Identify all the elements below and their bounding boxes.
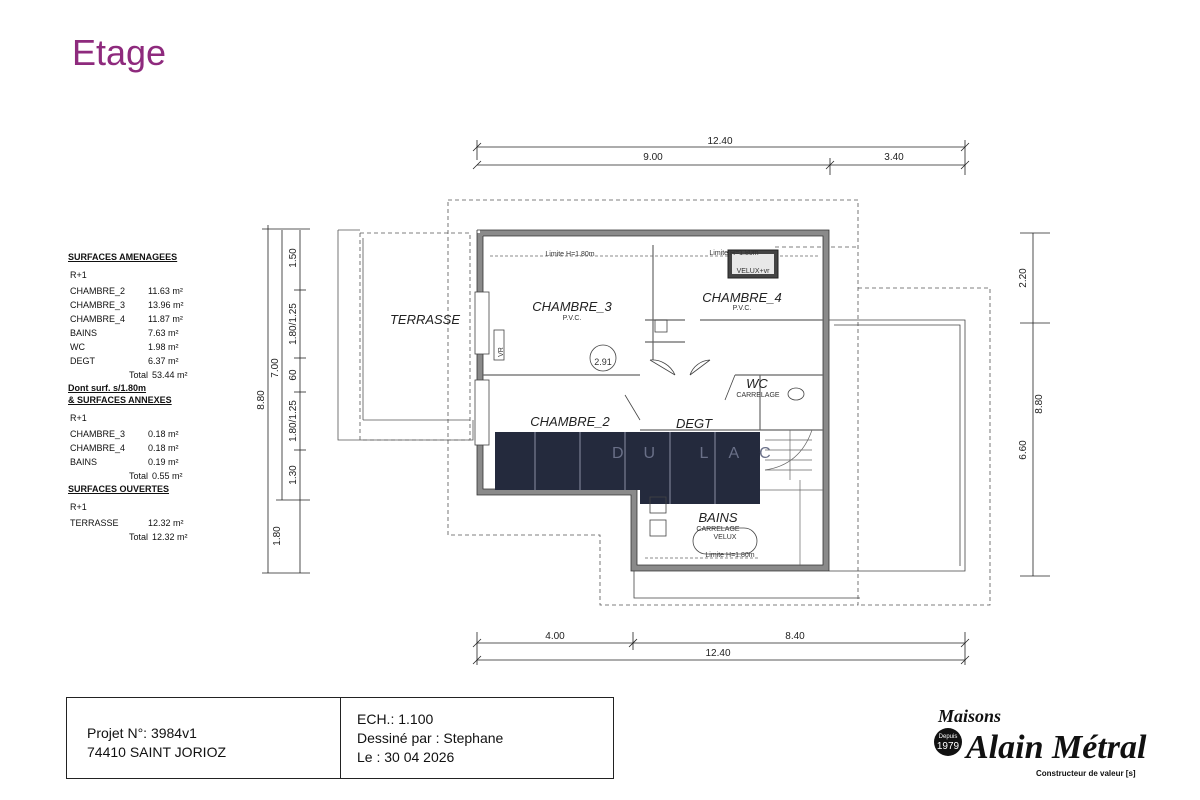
dim-right-outer: 8.80 [1034, 394, 1045, 414]
label-bains: BAINS [698, 510, 737, 525]
dim-left-total: 7.00 [270, 358, 281, 378]
dim-top-right: 3.40 [884, 152, 904, 163]
label-chambre-2: CHAMBRE_2 [530, 414, 610, 429]
dim-bottom-right: 8.40 [785, 631, 805, 642]
label-degt: DEGT [676, 416, 713, 431]
title-block-info: ECH.: 1.100 Dessiné par : Stephane Le : … [341, 698, 503, 778]
legend-heading-ouvertes: SURFACES OUVERTES [68, 484, 170, 494]
label-pvc: P.V.C. [563, 315, 582, 322]
annex-bottom [633, 571, 860, 599]
roof-outline-right [858, 287, 991, 606]
exterior-walls [477, 230, 829, 571]
legend-level: R+1 [70, 413, 87, 423]
window-ch3 [474, 291, 490, 355]
label-carrelage: CARRELAGE [696, 526, 740, 533]
label-terrasse: TERRASSE [390, 312, 460, 327]
logo-badge [934, 728, 962, 756]
duct-icon [654, 319, 668, 333]
page-title: Etage [72, 32, 167, 73]
label-chambre-4: CHAMBRE_4 [702, 290, 781, 305]
label-wc: WC [746, 376, 768, 391]
logo-depuis: Depuis [939, 734, 958, 740]
note-height: 2.91 [594, 357, 612, 367]
dim-left-d3: 60 [288, 369, 299, 381]
project-number: Projet N°: 3984v1 [87, 725, 197, 741]
dim-left-d6: 1.80 [272, 526, 283, 546]
note-vr: VR [498, 347, 505, 357]
dim-bottom-left: 4.00 [545, 631, 565, 642]
legend-heading-dont: Dont surf. s/1.80m [68, 383, 147, 393]
scale: ECH.: 1.100 [357, 711, 434, 727]
dim-left-d5: 1.30 [288, 465, 299, 485]
door-wc [724, 374, 736, 401]
note-limite-3: Limite H=1.80m [705, 552, 754, 559]
sink-icon [649, 519, 667, 537]
annex-right [829, 319, 966, 572]
dim-top-left: 9.00 [643, 152, 663, 163]
door-ch2 [624, 394, 641, 421]
dim-right-top: 2.20 [1018, 268, 1029, 288]
title-block: Projet N°: 3984v1 74410 SAINT JORIOZ ECH… [66, 697, 614, 779]
label-pvc: P.V.C. [733, 305, 752, 312]
dim-right-bottom: 6.60 [1018, 440, 1029, 460]
date: Le : 30 04 2026 [357, 749, 455, 765]
label-carrelage: CARRELAGE [736, 392, 780, 399]
dim-left-outer: 8.80 [256, 390, 267, 410]
floor-plan: 12.40 9.00 3.40 4.00 8.40 12.40 8.80 7.0… [256, 136, 1050, 665]
window-ch2 [474, 379, 490, 446]
watermark-text: DU LAC [612, 445, 791, 462]
project-location: 74410 SAINT JORIOZ [87, 744, 227, 760]
door-ch3 [649, 359, 676, 376]
dim-top-overall: 12.40 [707, 136, 732, 147]
note-limite-2: Limite H=1.80m [709, 250, 758, 257]
panel-band [495, 432, 760, 504]
dim-left-d1: 1.50 [288, 248, 299, 268]
dim-bottom-overall: 12.40 [705, 648, 730, 659]
terrasse-border [337, 230, 474, 441]
dim-left-d2: 1.80/1.25 [288, 303, 299, 345]
logo-tagline: Constructeur de valeur [s] [1036, 769, 1136, 778]
title-block-project: Projet N°: 3984v1 74410 SAINT JORIOZ [67, 698, 341, 778]
logo-name: Alain Métral [964, 729, 1147, 766]
door-ch4 [689, 359, 711, 376]
logo-maisons: Maisons [937, 706, 1001, 726]
legend-level: R+1 [70, 502, 87, 512]
sink-icon [649, 496, 667, 514]
label-chambre-3: CHAMBRE_3 [532, 299, 612, 314]
bathtub-icon [692, 527, 758, 555]
toilet-icon [787, 387, 805, 401]
note-velux: VELUX+vr [737, 268, 771, 275]
drawn-by: Dessiné par : Stephane [357, 730, 504, 746]
company-logo: Maisons Depuis 1979 Alain Métral Constru… [934, 706, 1147, 778]
terrasse-outline [359, 232, 471, 441]
legend-level: R+1 [70, 270, 87, 280]
note-limite-1: Limite H=1.80m [545, 251, 594, 258]
height-marker [589, 344, 617, 372]
note-velux-bains: VELUX [714, 534, 737, 541]
legend-heading-annexes: & SURFACES ANNEXES [68, 395, 172, 405]
staircase [760, 429, 823, 565]
dim-left-d4: 1.80/1.25 [288, 400, 299, 442]
legend-heading-amenagees: SURFACES AMENAGEES [68, 252, 178, 262]
roof-outline-main [447, 199, 859, 606]
logo-year: 1979 [937, 741, 960, 752]
